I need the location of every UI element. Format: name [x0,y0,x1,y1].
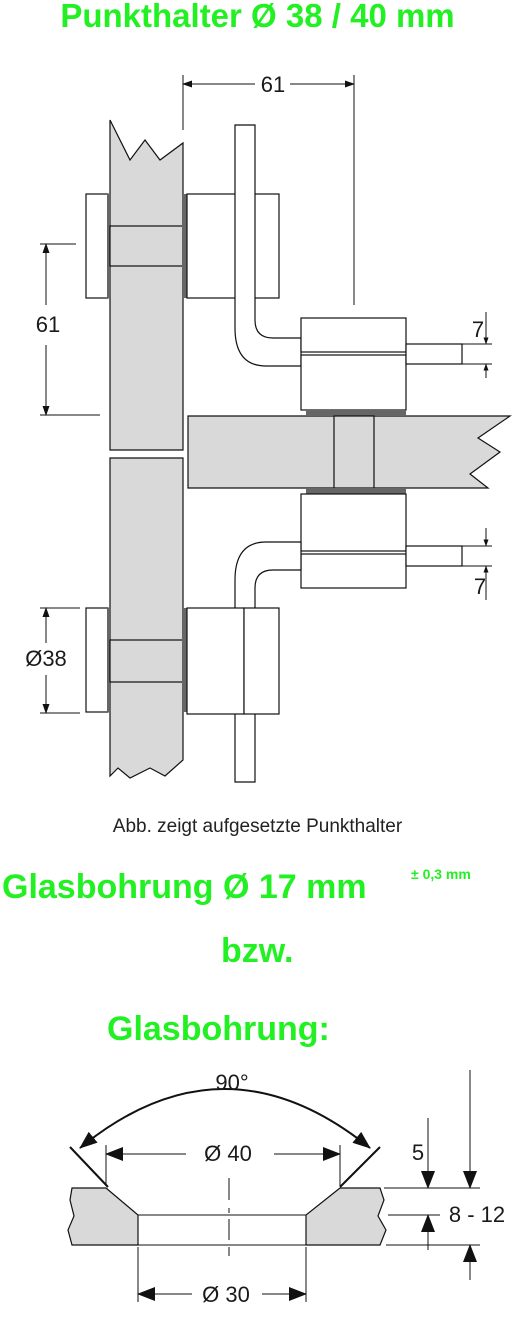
thickness-label: 8 - 12 [449,1202,505,1227]
drill-hole-heading: Glasbohrung Ø 17 mm [2,868,367,906]
inner-diameter-label: Ø 30 [202,1282,250,1307]
spacing-dimension-label: 61 [36,312,60,337]
countersink-glass-right [305,1187,387,1246]
dimension-spacing: 61 [36,243,100,416]
dimension-width: 61 [182,72,355,305]
diameter-dimension-label: Ø38 [25,646,67,671]
gap-upper-label: 7 [472,317,484,342]
dimension-diameter: Ø38 [25,607,80,714]
countersink-glass-left [67,1187,139,1246]
upper-point-holder [85,124,463,416]
lower-glass-pane [109,457,184,779]
lower-point-holder [234,488,463,783]
drill-tolerance: ± 0,3 mm [411,866,471,882]
upper-glass-pane [109,119,184,451]
angle-label: 90° [215,1070,248,1095]
separator-text: bzw. [221,932,294,970]
dimension-gap-lower: 7 [462,528,492,600]
dimension-gap-upper: 7 [462,312,492,378]
width-dimension-label: 61 [261,72,285,97]
outer-diameter-label: Ø 40 [204,1141,252,1166]
figure-caption: Abb. zeigt aufgesetzte Punkthalter [112,816,403,837]
depth-label: 5 [412,1140,424,1165]
gap-lower-label: 7 [474,574,486,599]
bottom-point-holder [85,607,280,715]
countersink-section: 90° Ø 40 Ø 30 5 8 - 12 [67,1070,505,1307]
holder-side-view: 61 61 7 7 [25,72,512,783]
page-title: Punkthalter Ø 38 / 40 mm [60,0,455,34]
countersink-heading: Glasbohrung: [107,1010,330,1048]
